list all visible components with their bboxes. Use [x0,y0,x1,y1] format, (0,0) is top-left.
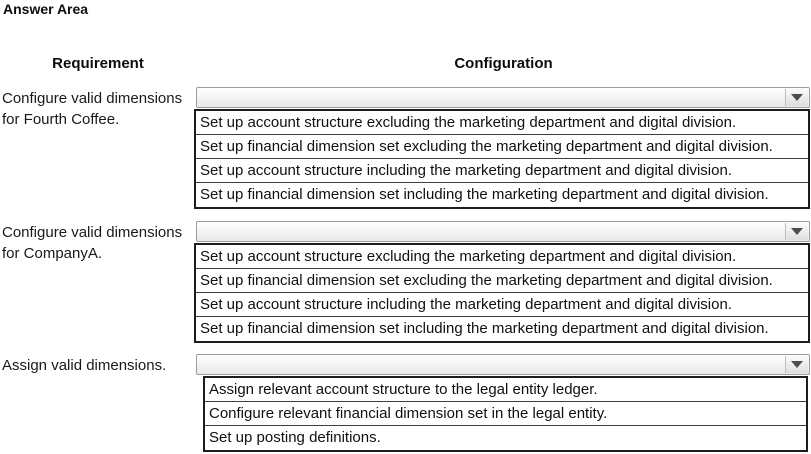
chevron-down-icon [791,361,803,368]
option-item[interactable]: Set up account structure excluding the m… [196,245,808,269]
option-item[interactable]: Set up posting definitions. [205,426,806,450]
option-item[interactable]: Set up financial dimension set including… [196,183,808,207]
dropdown-arrow-button[interactable] [785,356,808,373]
dropdown-companya[interactable] [196,221,810,242]
option-item[interactable]: Assign relevant account structure to the… [205,378,806,402]
option-item[interactable]: Set up financial dimension set including… [196,317,808,341]
column-header-configuration: Configuration [454,55,553,72]
requirement-label-line: Configure valid dimensions [2,224,183,241]
options-list-companya: Set up account structure excluding the m… [194,243,810,343]
option-item[interactable]: Set up financial dimension set excluding… [196,135,808,159]
requirement-label-companya: Configure valid dimensions for CompanyA. [2,222,195,264]
option-item[interactable]: Set up financial dimension set excluding… [196,269,808,293]
requirement-label-line: for CompanyA. [2,245,103,262]
options-list-assign-dimensions: Assign relevant account structure to the… [203,376,808,452]
option-item[interactable]: Set up account structure including the m… [196,293,808,317]
column-header-requirement: Requirement [52,55,144,72]
options-list-fourth-coffee: Set up account structure excluding the m… [194,109,810,209]
dropdown-fourth-coffee[interactable] [196,87,810,108]
chevron-down-icon [791,228,803,235]
option-item[interactable]: Set up account structure excluding the m… [196,111,808,135]
requirement-label-assign-dimensions: Assign valid dimensions. [2,355,195,376]
chevron-down-icon [791,94,803,101]
requirement-label-line: Assign valid dimensions. [2,357,167,374]
dropdown-arrow-button[interactable] [785,223,808,240]
dropdown-arrow-button[interactable] [785,89,808,106]
requirement-label-line: Configure valid dimensions [2,90,183,107]
answer-area-title: Answer Area [3,1,89,17]
requirement-label-line: for Fourth Coffee. [2,111,120,128]
dropdown-assign-dimensions[interactable] [196,354,810,375]
option-item[interactable]: Configure relevant financial dimension s… [205,402,806,426]
option-item[interactable]: Set up account structure including the m… [196,159,808,183]
requirement-label-fourth-coffee: Configure valid dimensions for Fourth Co… [2,88,195,130]
